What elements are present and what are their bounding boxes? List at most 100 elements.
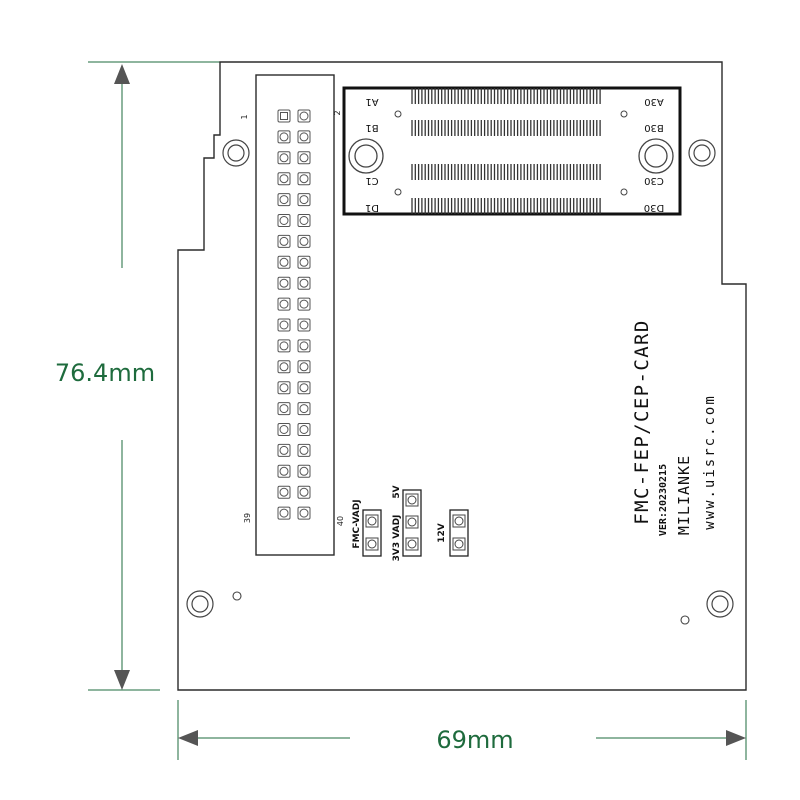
connector-pin-rows bbox=[411, 88, 601, 214]
header-pin bbox=[277, 297, 291, 311]
height-label: 76.4mm bbox=[55, 359, 155, 387]
pin-label-39: 39 bbox=[243, 513, 252, 523]
connector-guide-hole-left bbox=[348, 138, 384, 174]
height-dimension: 76.4mm bbox=[55, 61, 220, 691]
small-hole-left bbox=[232, 591, 242, 601]
header-pin bbox=[297, 151, 311, 165]
header-pin bbox=[277, 276, 291, 290]
connector-body bbox=[342, 86, 682, 216]
connector-label-b30: B30 bbox=[644, 122, 664, 133]
jumper-pin bbox=[365, 537, 379, 551]
header-pin bbox=[297, 193, 311, 207]
connector-label-a30: A30 bbox=[644, 96, 664, 107]
header-pin bbox=[277, 193, 291, 207]
header-pin bbox=[297, 255, 311, 269]
header-pin bbox=[297, 443, 311, 457]
pin-label-1: 1 bbox=[240, 114, 249, 119]
jumper-pin bbox=[405, 493, 419, 507]
jumper-label-5v: 5V bbox=[392, 485, 402, 498]
header-pin bbox=[277, 402, 291, 416]
jumper-pin bbox=[452, 514, 466, 528]
connector-pin-row bbox=[411, 120, 601, 136]
jumper-label-fmc-vadj: FMC-VADJ bbox=[352, 499, 362, 548]
width-arrow-left bbox=[178, 730, 198, 746]
header-pin bbox=[277, 130, 291, 144]
website: www.uisrc.com bbox=[702, 394, 718, 530]
mounting-hole-top-right bbox=[688, 139, 716, 167]
height-arrow-up bbox=[114, 64, 130, 84]
connector-pin-row bbox=[411, 88, 601, 104]
mounting-hole-bottom-right bbox=[706, 590, 734, 618]
header-pin bbox=[297, 464, 311, 478]
connector-label-d30: D30 bbox=[644, 202, 664, 213]
small-hole-right bbox=[680, 615, 690, 625]
header-pin bbox=[277, 151, 291, 165]
jumper-pin bbox=[452, 537, 466, 551]
header-pin bbox=[277, 234, 291, 248]
pin-header-40: 1 2 39 40 bbox=[240, 74, 345, 556]
connector-small-hole-left-bottom bbox=[394, 188, 402, 196]
header-pin bbox=[277, 423, 291, 436]
connector-label-d1: D1 bbox=[365, 202, 379, 213]
header-pin bbox=[297, 318, 311, 332]
brand-name: MILIANKE bbox=[675, 455, 693, 535]
connector-label-a1: A1 bbox=[365, 96, 378, 107]
jumper-3v3-vadj-5v: 5V 3V3 VADJ bbox=[392, 485, 422, 562]
jumper-label-12v: 12V bbox=[437, 523, 447, 543]
header-pin bbox=[277, 464, 291, 478]
jumper-pin bbox=[405, 515, 419, 529]
width-label: 69mm bbox=[436, 726, 513, 754]
header-pin bbox=[297, 109, 311, 123]
fmc-connector: A1 B1 C1 D1 A30 B30 C30 D30 bbox=[342, 86, 682, 216]
header-pin bbox=[277, 255, 291, 269]
pin-label-2: 2 bbox=[333, 110, 342, 115]
connector-guide-hole-right bbox=[638, 138, 674, 174]
silkscreen-text: FMC-FEP/CEP-CARD VER:20230215 MILIANKE w… bbox=[631, 319, 718, 536]
header-pin bbox=[277, 318, 291, 332]
header-pin bbox=[297, 234, 311, 248]
header-pin bbox=[277, 443, 291, 457]
header-pin bbox=[297, 130, 311, 144]
mounting-hole-top-left bbox=[222, 139, 250, 167]
header-pin bbox=[297, 339, 311, 353]
header-pin bbox=[297, 381, 311, 395]
header-pin bbox=[297, 485, 311, 499]
header-pin bbox=[277, 485, 291, 499]
jumper-fmc-vadj: FMC-VADJ bbox=[352, 499, 382, 557]
connector-label-c30: C30 bbox=[644, 175, 664, 186]
connector-small-hole-left-top bbox=[394, 110, 402, 118]
header-pin bbox=[297, 172, 311, 186]
connector-pin-row bbox=[411, 164, 601, 180]
header-pin-grid bbox=[277, 109, 311, 520]
header-pin bbox=[297, 276, 311, 290]
jumper-pin bbox=[405, 537, 419, 551]
header-pin bbox=[297, 360, 311, 374]
pin-header-body bbox=[255, 74, 335, 556]
connector-small-hole-right-bottom bbox=[620, 188, 628, 196]
header-pin bbox=[277, 506, 291, 520]
connector-label-c1: C1 bbox=[365, 175, 378, 186]
header-pin bbox=[297, 506, 311, 520]
header-pin bbox=[277, 214, 291, 227]
mounting-hole-bottom-left bbox=[186, 590, 214, 618]
width-dimension: 69mm bbox=[177, 700, 747, 760]
header-pin bbox=[277, 381, 291, 395]
header-pin bbox=[297, 423, 311, 436]
jumper-12v: 12V bbox=[437, 509, 469, 557]
jumper-pin bbox=[365, 514, 379, 528]
version-label: VER:20230215 bbox=[658, 464, 669, 536]
pin-label-40: 40 bbox=[336, 516, 345, 526]
height-arrow-down bbox=[114, 670, 130, 690]
connector-pin-row bbox=[411, 198, 601, 214]
card-name: FMC-FEP/CEP-CARD bbox=[631, 319, 653, 524]
connector-small-hole-right-top bbox=[620, 110, 628, 118]
header-pin bbox=[297, 214, 311, 227]
header-pin bbox=[297, 402, 311, 416]
jumper-label-3v3-vadj: 3V3 VADJ bbox=[392, 515, 402, 562]
board-outline bbox=[177, 61, 747, 691]
connector-label-b1: B1 bbox=[365, 122, 378, 133]
header-pin bbox=[277, 339, 291, 353]
header-pin bbox=[277, 172, 291, 186]
width-arrow-right bbox=[726, 730, 746, 746]
